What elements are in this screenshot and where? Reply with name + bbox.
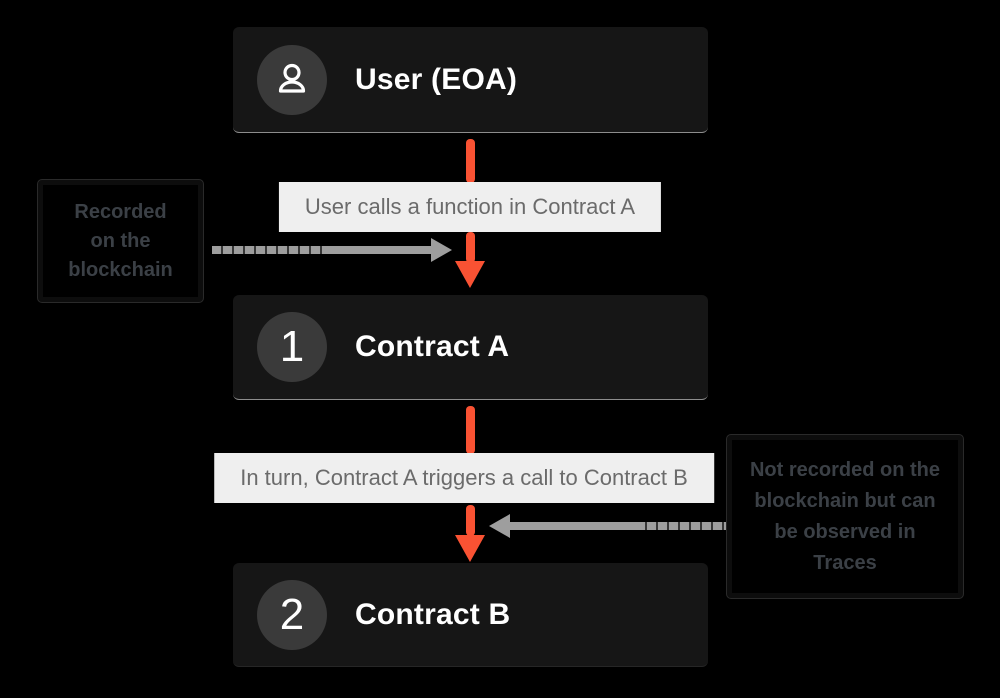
note-line: Traces — [813, 551, 877, 574]
note-line: Not recorded on the — [749, 458, 940, 481]
edge-label-user-to-a: User calls a function in Contract A — [278, 182, 662, 232]
left-note-arrow-shaft — [330, 246, 431, 254]
node-title-contract-b: Contract B — [355, 597, 511, 631]
contract-b-number-circle: 2 — [257, 579, 327, 650]
left-note-arrowhead-right — [431, 238, 452, 262]
person-icon — [278, 63, 306, 93]
right-note-arrow-shaft — [510, 522, 636, 530]
flow-arrow-user-segment — [466, 139, 475, 183]
note-recorded-on-blockchain: Recorded on the blockchain — [38, 180, 203, 302]
note-line: blockchain — [68, 258, 173, 281]
flow-arrowhead-to-contract-b — [455, 535, 485, 562]
note-not-recorded-traces: Not recorded on the blockchain but can b… — [727, 435, 963, 598]
edge-label-a-to-b: In turn, Contract A triggers a call to C… — [214, 453, 714, 503]
node-title-contract-a: Contract A — [355, 330, 510, 363]
contract-a-number: 1 — [279, 322, 305, 371]
flow-arrow-to-contract-a-segment — [466, 232, 475, 263]
contract-b-number: 2 — [279, 589, 305, 639]
right-note-arrowhead-left — [489, 514, 510, 538]
flow-arrow-to-contract-b-segment — [466, 505, 475, 536]
user-avatar-circle — [257, 44, 327, 115]
note-line: Recorded — [74, 200, 167, 223]
flow-arrow-contract-a-segment — [466, 406, 475, 454]
note-line: on the — [90, 229, 151, 252]
right-note-arrow-shaft-dashed — [636, 522, 728, 530]
contract-a-number-circle: 1 — [257, 312, 327, 382]
node-contract-a: 1 Contract A — [233, 295, 708, 400]
node-user-eoa: User (EOA) — [233, 27, 708, 133]
node-title-user-eoa: User (EOA) — [355, 62, 518, 96]
flow-arrowhead-to-contract-a — [455, 261, 485, 288]
node-contract-b: 2 Contract B — [233, 563, 708, 667]
left-note-arrow-shaft-dashed — [212, 246, 330, 254]
note-line: be observed in — [774, 520, 916, 543]
note-line: blockchain but can — [754, 489, 936, 512]
